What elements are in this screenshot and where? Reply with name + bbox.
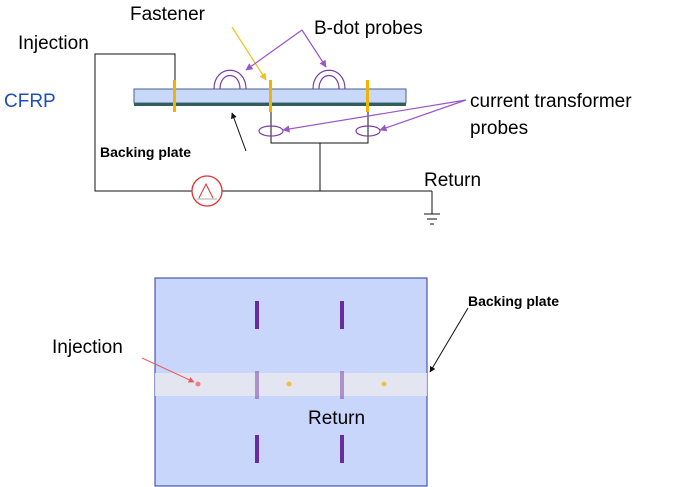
bdot-arrow-left	[245, 29, 303, 71]
backing-plate-arrow	[231, 112, 247, 152]
ct-probes-label-line2: probes	[470, 118, 528, 139]
slot-middle-right	[340, 371, 344, 399]
return-label-top: Return	[424, 170, 481, 191]
bdot-probes-label: B-dot probes	[314, 18, 423, 39]
ct-collector-wire	[270, 106, 369, 144]
fastener-3	[366, 80, 369, 112]
injection-arrow	[141, 357, 195, 383]
backing-plate-arrow-bottom	[429, 307, 469, 373]
top-diagram: Fastener B-dot probes Injection CFRP cur…	[4, 4, 632, 225]
backing-plate-label-top: Backing plate	[100, 144, 191, 160]
ground-icon	[424, 213, 440, 225]
fastener-label: Fastener	[130, 4, 206, 25]
slot-lower-left	[255, 435, 259, 463]
slot-upper-left	[255, 301, 259, 329]
current-source-icon	[191, 175, 223, 207]
ct-arrow-left	[282, 99, 467, 133]
slot-middle-left	[255, 371, 259, 399]
fastener-point-2	[381, 381, 387, 387]
fastener-point-1	[286, 381, 292, 387]
injection-label-top: Injection	[18, 33, 89, 54]
ct-arrow-right	[379, 99, 467, 132]
ct-probes-label-line1: current transformer	[470, 91, 632, 112]
injection-wire	[94, 53, 192, 192]
bottom-diagram: Injection Backing plate Return	[52, 277, 559, 487]
circuit-wires	[94, 53, 433, 214]
fastener-arrow	[231, 26, 267, 81]
bdot-probe-right	[312, 69, 346, 90]
slot-upper-right	[340, 301, 344, 329]
injection-label-bottom: Injection	[52, 337, 123, 358]
slot-lower-right	[340, 435, 344, 463]
return-label-bottom: Return	[308, 408, 365, 429]
fastener-1	[173, 80, 176, 112]
injection-point	[195, 381, 201, 387]
fastener-2	[269, 80, 272, 112]
backing-plate-label-bottom: Backing plate	[468, 293, 559, 309]
bdot-probe-left	[213, 69, 247, 90]
bdot-arrow-right	[301, 29, 327, 68]
cfrp-label: CFRP	[4, 91, 56, 112]
